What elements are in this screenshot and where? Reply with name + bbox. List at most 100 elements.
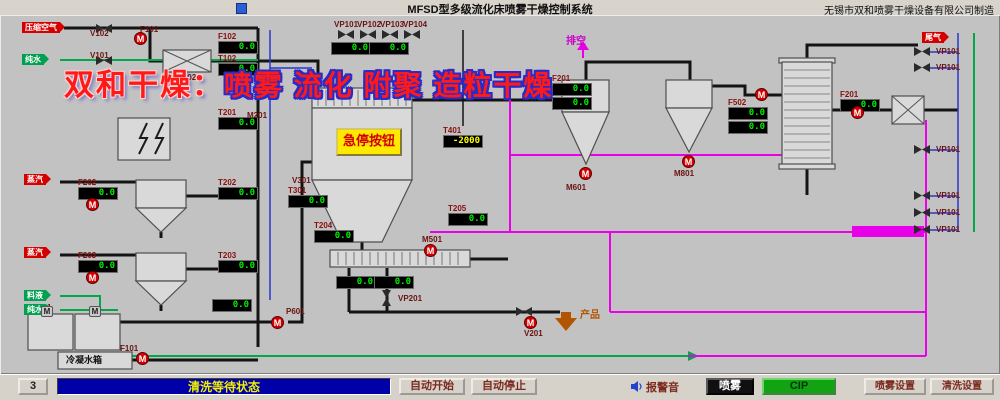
tag-M801: M801 xyxy=(674,169,695,178)
speaker-icon xyxy=(631,381,642,392)
motor-icon-2: M xyxy=(86,271,99,284)
motor-icon-1: M xyxy=(86,198,99,211)
display-value: 0.0 xyxy=(728,121,768,134)
spray-button[interactable]: 喷雾 xyxy=(706,378,754,395)
tag-V201: V201 xyxy=(524,329,543,338)
tag-VP101: VP101 xyxy=(936,225,961,234)
status-text: 清洗等待状态 xyxy=(57,378,391,395)
condensate-tank xyxy=(57,351,133,370)
display-value: 0.0 xyxy=(314,230,354,243)
tag-VP103: VP103 xyxy=(380,20,405,29)
motor-icon-9: M xyxy=(271,316,284,329)
motor-icon-8: M xyxy=(524,316,537,329)
display-label: T401 xyxy=(443,126,462,135)
display-value: 0.0 xyxy=(212,299,252,312)
display-value: 0.0 xyxy=(218,260,258,273)
display-value: 0.0 xyxy=(336,276,376,289)
display-label: T102 xyxy=(218,54,237,63)
display-aux18: 0.0 xyxy=(336,276,376,289)
display-value: 0.0 xyxy=(218,41,258,54)
display-aux16: 0.0 xyxy=(331,42,371,55)
control-bar: 3 清洗等待状态 自动开始 自动停止 报警音 喷雾 CIP 喷雾设置 清洗设置 xyxy=(0,374,1000,400)
motor-icon-0: M xyxy=(134,32,147,45)
auto-stop-button[interactable]: 自动停止 xyxy=(471,378,537,395)
tag-VP101: VP101 xyxy=(936,145,961,154)
tag-P601: P601 xyxy=(286,307,305,316)
display-value: 0.0 xyxy=(728,107,768,120)
tag-M201: M201 xyxy=(247,111,268,120)
feed-tank-1 xyxy=(27,313,74,351)
cyclone-b xyxy=(665,79,713,109)
motor-icon-7: M xyxy=(851,106,864,119)
product-arrow xyxy=(555,312,577,331)
plant-svg xyxy=(27,24,975,370)
tag-M601: M601 xyxy=(566,183,587,192)
motor-icon-4: M xyxy=(579,167,592,180)
alarm-sound-label: 报警音 xyxy=(646,381,679,394)
alarm-sound-control[interactable]: 报警音 xyxy=(630,378,679,395)
display-value: 0.0 xyxy=(374,276,414,289)
source-纯水: 纯水 xyxy=(22,54,49,65)
source-尾气: 尾气 xyxy=(922,32,949,43)
display-value: 0.0 xyxy=(331,42,371,55)
display-value: 0.0 xyxy=(552,83,592,96)
cip-line-marker xyxy=(852,226,924,237)
source-arrow-icon xyxy=(46,174,51,184)
clean-settings-button[interactable]: 清洗设置 xyxy=(930,378,994,395)
display-value: 0.0 xyxy=(218,187,258,200)
heat-exchanger-column xyxy=(781,61,833,166)
drying-tower-cone xyxy=(311,179,413,243)
vent-arrow xyxy=(577,41,589,50)
manufacturer-text: 无锡市双和喷雾干燥设备有限公司制造 xyxy=(824,6,994,17)
equipment xyxy=(27,49,925,370)
motor-icon-12: M xyxy=(89,306,101,317)
cyclone-left-1-cone xyxy=(134,207,188,233)
display-aux17: 0.0 xyxy=(369,42,409,55)
tag-M501: M501 xyxy=(422,235,443,244)
tag-排空: 排空 xyxy=(566,36,586,47)
tag-VP101: VP101 xyxy=(936,191,961,200)
display-label: F201 xyxy=(840,90,859,99)
window-title: MFSD型多级流化床喷雾干燥控制系统 xyxy=(407,4,593,16)
cyclone-a-cone xyxy=(561,111,610,166)
cip-button[interactable]: CIP xyxy=(762,378,836,395)
display-aux20: 0.0 xyxy=(212,299,252,312)
tag-V101: V101 xyxy=(90,51,109,60)
display-value: 0.0 xyxy=(448,213,488,226)
tag-VP101: VP101 xyxy=(936,63,961,72)
page-button[interactable]: 3 xyxy=(18,378,48,395)
emergency-stop-button[interactable]: 急停按钮 xyxy=(336,128,402,156)
source-蒸汽: 蒸汽 xyxy=(24,247,51,258)
spray-settings-button[interactable]: 喷雾设置 xyxy=(864,378,926,395)
window-icon xyxy=(236,3,247,14)
display-label: T205 xyxy=(448,204,467,213)
cyclone-b-cone xyxy=(665,107,713,154)
source-料液: 料液 xyxy=(24,290,51,301)
source-arrow-icon xyxy=(944,32,949,42)
display-label: F203 xyxy=(78,251,97,260)
display-label: T202 xyxy=(218,178,237,187)
tag-F101: F101 xyxy=(140,25,159,34)
display-value: -2000 xyxy=(443,135,483,148)
display-label: T201 xyxy=(218,108,237,117)
display-value: 0.0 xyxy=(552,97,592,110)
cyclone-left-1 xyxy=(135,179,187,209)
source-arrow-icon xyxy=(60,22,65,32)
display-value: 0.0 xyxy=(369,42,409,55)
pipes-instrument-blue xyxy=(269,30,959,300)
tag-产品: 产品 xyxy=(580,310,600,321)
source-arrow-icon xyxy=(46,247,51,257)
auto-start-button[interactable]: 自动开始 xyxy=(399,378,465,395)
